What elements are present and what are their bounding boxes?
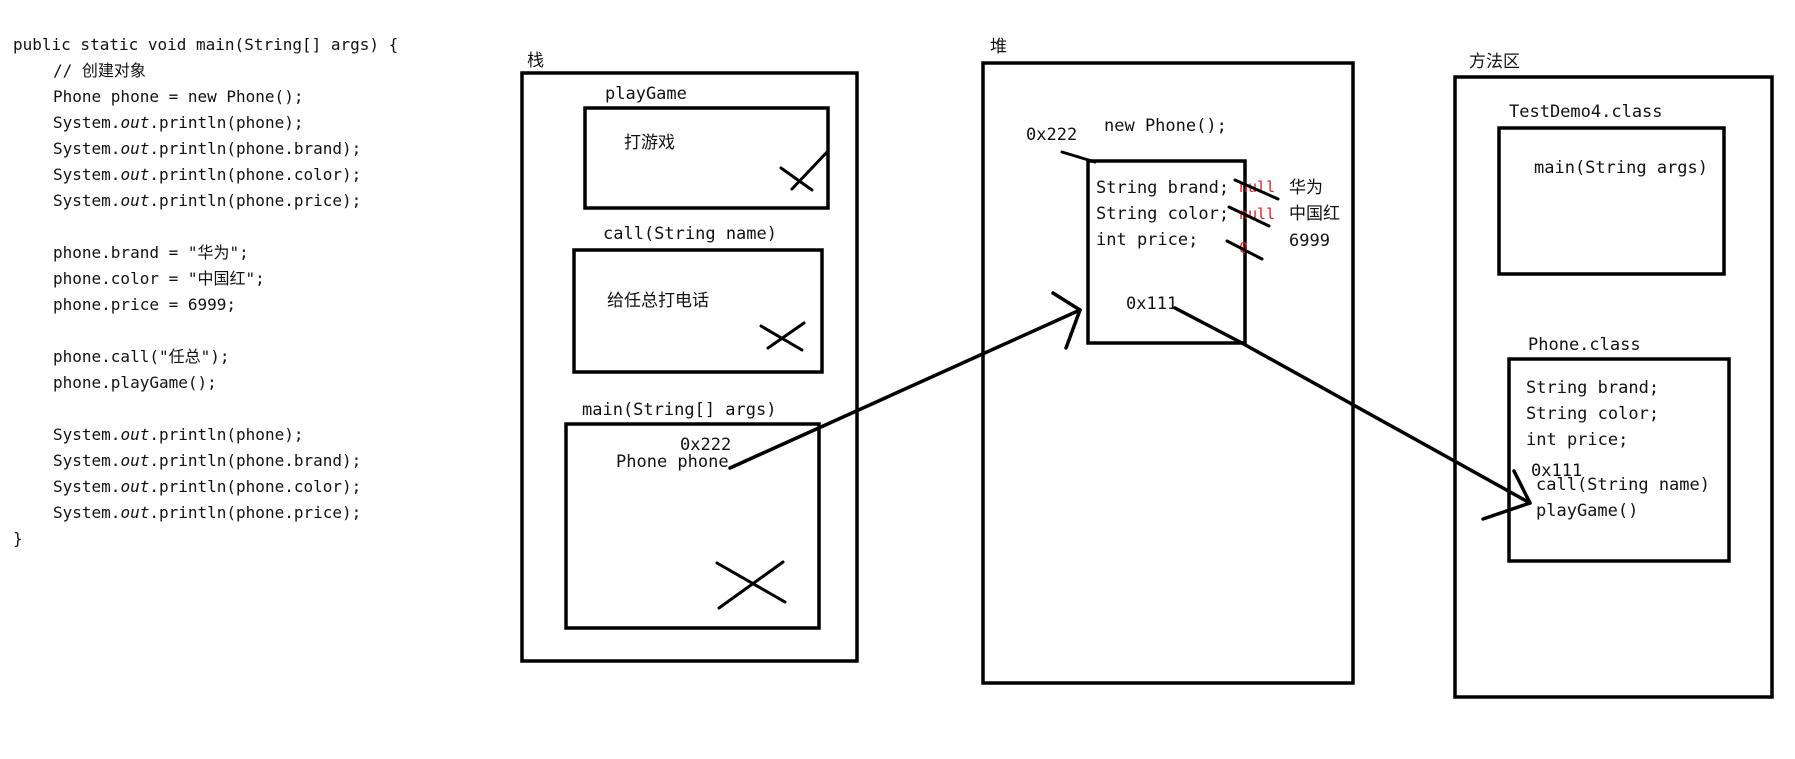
call-frame [572,248,824,374]
code-line: phone.playGame(); [53,373,217,392]
playgame-frame-label: playGame [605,84,687,104]
field-color: String color; [1096,204,1229,224]
code-line: System.out.println(phone.brand); [53,451,361,470]
testdemo-class-label: TestDemo4.class [1509,102,1663,122]
code-listing: public static void main(String[] args) {… [13,35,398,548]
color-initial-value: null [1239,205,1275,223]
phone-class-box [1507,357,1731,563]
phone-class-method-playgame: playGame() [1536,501,1638,521]
main-frame [564,422,821,630]
code-line: System.out.println(phone.price); [53,191,361,210]
stack-frame-area [520,71,859,663]
brand-assigned-value: 华为 [1289,178,1323,198]
phone-class-method-call: call(String name) [1536,475,1710,495]
phone-class-field-price: int price; [1526,430,1628,450]
phone-class-address: 0x111 [1531,461,1582,481]
field-price: int price; [1096,230,1198,250]
field-brand: String brand; [1096,178,1229,198]
testdemo-main-method: main(String args) [1534,158,1708,178]
main-popped-cross-icon [715,560,787,610]
call-frame-content: 给任总打电话 [607,291,709,311]
code-line: phone.call("任总"); [53,347,230,366]
code-line: System.out.println(phone); [53,113,303,132]
phone-class-field-color: String color; [1526,404,1659,424]
phone-object [1086,159,1247,345]
code-line: System.out.println(phone.price); [53,503,361,522]
code-line: } [13,529,23,548]
reference-arrow-stack-to-heap [728,291,1082,470]
code-line: System.out.println(phone.brand); [53,139,361,158]
phone-class-label: Phone.class [1528,335,1641,355]
reference-arrow-heap-to-method-area [1173,306,1532,521]
main-frame-variable: Phone phone [616,452,729,472]
heap-object-address: 0x222 [1026,125,1077,145]
heap-area [981,61,1355,685]
code-line: System.out.println(phone.color); [53,165,361,184]
code-line: Phone phone = new Phone(); [53,87,303,106]
phone-class-field-brand: String brand; [1526,378,1659,398]
testdemo-class-box [1497,126,1726,276]
heap-object-creation: new Phone(); [1104,116,1227,136]
playgame-frame-content: 打游戏 [624,133,675,153]
code-line: phone.brand = "华为"; [53,243,249,262]
call-frame-label: call(String name) [603,224,777,244]
heap-title: 堆 [990,37,1007,57]
code-line: phone.color = "中国红"; [53,269,265,288]
method-area-title: 方法区 [1469,52,1520,72]
main-frame-label: main(String[] args) [582,400,776,420]
code-line: System.out.println(phone.color); [53,477,361,496]
overwritten-strike-marks [1225,178,1280,261]
code-line: phone.price = 6999; [53,295,236,314]
code-line: // 创建对象 [53,61,146,80]
playgame-frame [583,106,830,210]
color-assigned-value: 中国红 [1289,204,1340,224]
class-reference-address: 0x111 [1126,294,1177,314]
main-frame-address: 0x222 [680,435,731,455]
code-line: System.out.println(phone); [53,425,303,444]
brand-initial-value: null [1239,178,1275,196]
price-assigned-value: 6999 [1289,231,1330,251]
method-area-region: 方法区 TestDemo4.class main(String args) Ph… [1453,52,1774,699]
playgame-popped-cross-icon [779,149,830,192]
method-area [1453,75,1774,699]
heap-region: 堆 0x222 new Phone(); String brand; Strin… [981,37,1355,685]
call-popped-cross-icon [759,321,806,352]
code-line: public static void main(String[] args) { [13,35,398,54]
stack-title: 栈 [527,51,544,71]
stack-region: 栈 playGame 打游戏 call(String name) 给任总打电话 … [520,51,859,663]
